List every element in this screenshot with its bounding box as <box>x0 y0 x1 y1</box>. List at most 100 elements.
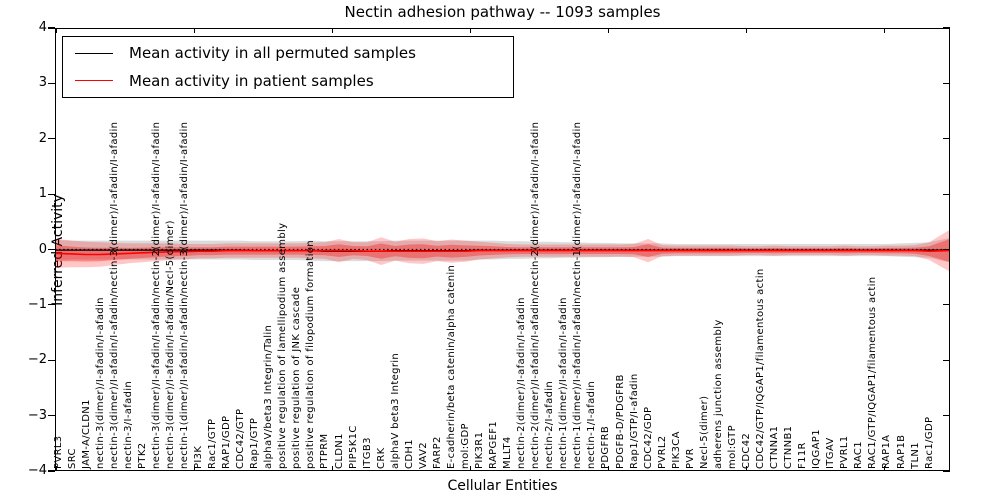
x-tick-label: PTPRM <box>319 433 331 470</box>
x-tick-label: PDGFB-D/PDGFRB <box>614 374 626 469</box>
x-tick-label: PVR <box>684 448 696 469</box>
x-tick-label: TLN1 <box>909 442 921 469</box>
x-tick-label: mol:GTP <box>726 425 738 469</box>
y-tick-left <box>48 82 55 84</box>
legend-item-permuted: Mean activity in all permuted samples <box>63 40 513 66</box>
x-tick-label: PIK3CA <box>670 431 682 469</box>
y-tick-right <box>943 138 950 140</box>
x-tick-label: RAP1/GDP <box>221 415 233 469</box>
y-tick-right <box>943 415 950 417</box>
patient-mean-line <box>55 249 951 256</box>
x-tick-bottom <box>194 466 196 471</box>
patient-line-swatch <box>75 80 113 82</box>
x-tick-label: SRC <box>66 448 78 469</box>
chart-title: Nectin adhesion pathway -- 1093 samples <box>344 3 661 21</box>
y-tick-left <box>48 359 55 361</box>
x-tick-label: nectin-3(dimer)/I-afadin/I-afadin <box>94 297 106 469</box>
x-tick-label: CTNNA1 <box>769 425 781 469</box>
x-tick-label: CTNNB1 <box>783 425 795 469</box>
x-tick-label: positive regulation of lamellipodium ass… <box>277 222 289 469</box>
x-tick-label: nectin-3(dimer)/I-afadin/I-afadin/nectin… <box>150 121 162 469</box>
x-tick-label: RAP1B <box>895 434 907 469</box>
y-tick-label: 2 <box>38 130 47 146</box>
x-tick-label: CDC42 <box>740 432 752 469</box>
y-tick-right <box>943 27 950 29</box>
x-tick-label: PI3K <box>193 445 204 469</box>
x-tick-label: PDGFRB <box>600 425 612 469</box>
y-tick-right <box>943 82 950 84</box>
x-tick-bottom <box>884 466 886 471</box>
permuted-line-swatch <box>75 52 113 54</box>
y-tick-left <box>48 415 55 417</box>
x-tick-label: VAV2 <box>417 441 429 469</box>
x-tick-bottom <box>56 466 58 471</box>
x-tick-label: F11R <box>797 442 809 469</box>
y-tick-right <box>943 470 950 472</box>
y-tick-right <box>943 304 950 306</box>
y-tick-left <box>48 193 55 195</box>
x-tick-label: CDC42/GTP/IQGAP1/filamentous actin <box>755 268 766 469</box>
x-tick-label: RAP1A <box>881 434 893 469</box>
x-tick-label: CRK <box>375 447 387 469</box>
y-tick-left <box>48 138 55 140</box>
legend: Mean activity in all permuted samples Me… <box>62 36 514 98</box>
x-tick-label: positive regulation of filopodium format… <box>305 240 317 469</box>
x-tick-label: ITGAV <box>825 437 837 469</box>
x-tick-label: nectin-1(dimer)/I-afadin/I-afadin/nectin… <box>178 121 190 469</box>
x-tick-label: PVRL3 <box>52 435 64 469</box>
x-tick-label: PVRL1 <box>839 435 851 469</box>
x-tick-label: nectin-3(dimer)/I-afadin/I-afadin/nectin… <box>108 121 120 469</box>
x-tick-label: ITGB3 <box>361 437 373 469</box>
x-tick-top <box>56 28 58 33</box>
x-tick-label: CDH1 <box>403 439 415 469</box>
x-tick-label: RAPGEF1 <box>488 420 500 469</box>
y-tick-label: 4 <box>38 20 47 35</box>
x-tick-label: Necl-5(dimer) <box>698 395 710 469</box>
y-tick-label: −1 <box>27 296 47 312</box>
y-tick-right <box>943 359 950 361</box>
x-axis-label: Cellular Entities <box>447 478 558 494</box>
y-tick-left <box>48 470 55 472</box>
x-tick-bottom <box>332 466 334 471</box>
x-tick-label: MLLT4 <box>502 436 514 469</box>
x-tick-label: alphaV beta3 Integrin <box>389 352 401 469</box>
x-tick-label: Rap1/GTP <box>249 417 261 469</box>
x-tick-label: adherens junction assembly <box>712 319 724 469</box>
y-tick-left <box>48 248 55 251</box>
x-tick-label: Rac1/GDP <box>923 416 935 469</box>
y-tick-left <box>48 27 55 29</box>
y-tick-label: 3 <box>38 75 47 91</box>
x-tick-label: RAC1/GTP/IQGAP1/filamentous actin <box>867 276 879 469</box>
x-tick-label: PTK2 <box>136 442 148 469</box>
x-tick-label: E-cadherin/beta catenin/alpha catenin <box>445 264 457 469</box>
x-tick-label: mol:GDP <box>459 423 471 469</box>
x-tick-bottom <box>470 466 472 471</box>
x-tick-label: Rap1/GTP/I-afadin <box>628 373 640 469</box>
x-tick-label: nectin-2(dimer)/I-afadin/I-afadin/nectin… <box>530 121 542 469</box>
y-tick-right <box>943 248 950 251</box>
x-tick-label: Rac1/GTP <box>207 418 219 469</box>
x-tick-label: nectin-2(dimer)/I-afadin/I-afadin <box>516 297 528 469</box>
x-tick-label: nectin-1(dimer)/I-afadin/I-afadin <box>558 297 570 469</box>
x-tick-bottom <box>746 466 748 471</box>
x-tick-label: PIK3R1 <box>474 431 485 469</box>
x-tick-label: CLDN1 <box>333 433 345 469</box>
x-tick-label: FARP2 <box>431 436 443 469</box>
legend-label-permuted: Mean activity in all permuted samples <box>129 44 416 63</box>
x-tick-label: CDC42/GDP <box>642 406 654 469</box>
x-tick-label: positive regulation of JNK cascade <box>291 286 303 469</box>
y-tick-label: −4 <box>27 463 47 478</box>
x-tick-label: nectin-2/I-afadin <box>544 380 556 469</box>
x-tick-top <box>194 28 196 33</box>
x-tick-label: PIP5K1C <box>347 425 359 469</box>
y-tick-label: −3 <box>27 407 47 423</box>
x-tick-label: PVRL2 <box>656 435 668 469</box>
x-tick-label: CDC42/GTP <box>235 408 247 469</box>
x-tick-label: nectin-1(dimer)/I-afadin/I-afadin/nectin… <box>572 121 584 469</box>
x-tick-label: nectin-3/I-afadin <box>122 380 134 469</box>
x-tick-label: IQGAP1 <box>811 429 823 469</box>
y-tick-label: −2 <box>27 352 47 368</box>
legend-label-patient: Mean activity in patient samples <box>129 71 374 90</box>
